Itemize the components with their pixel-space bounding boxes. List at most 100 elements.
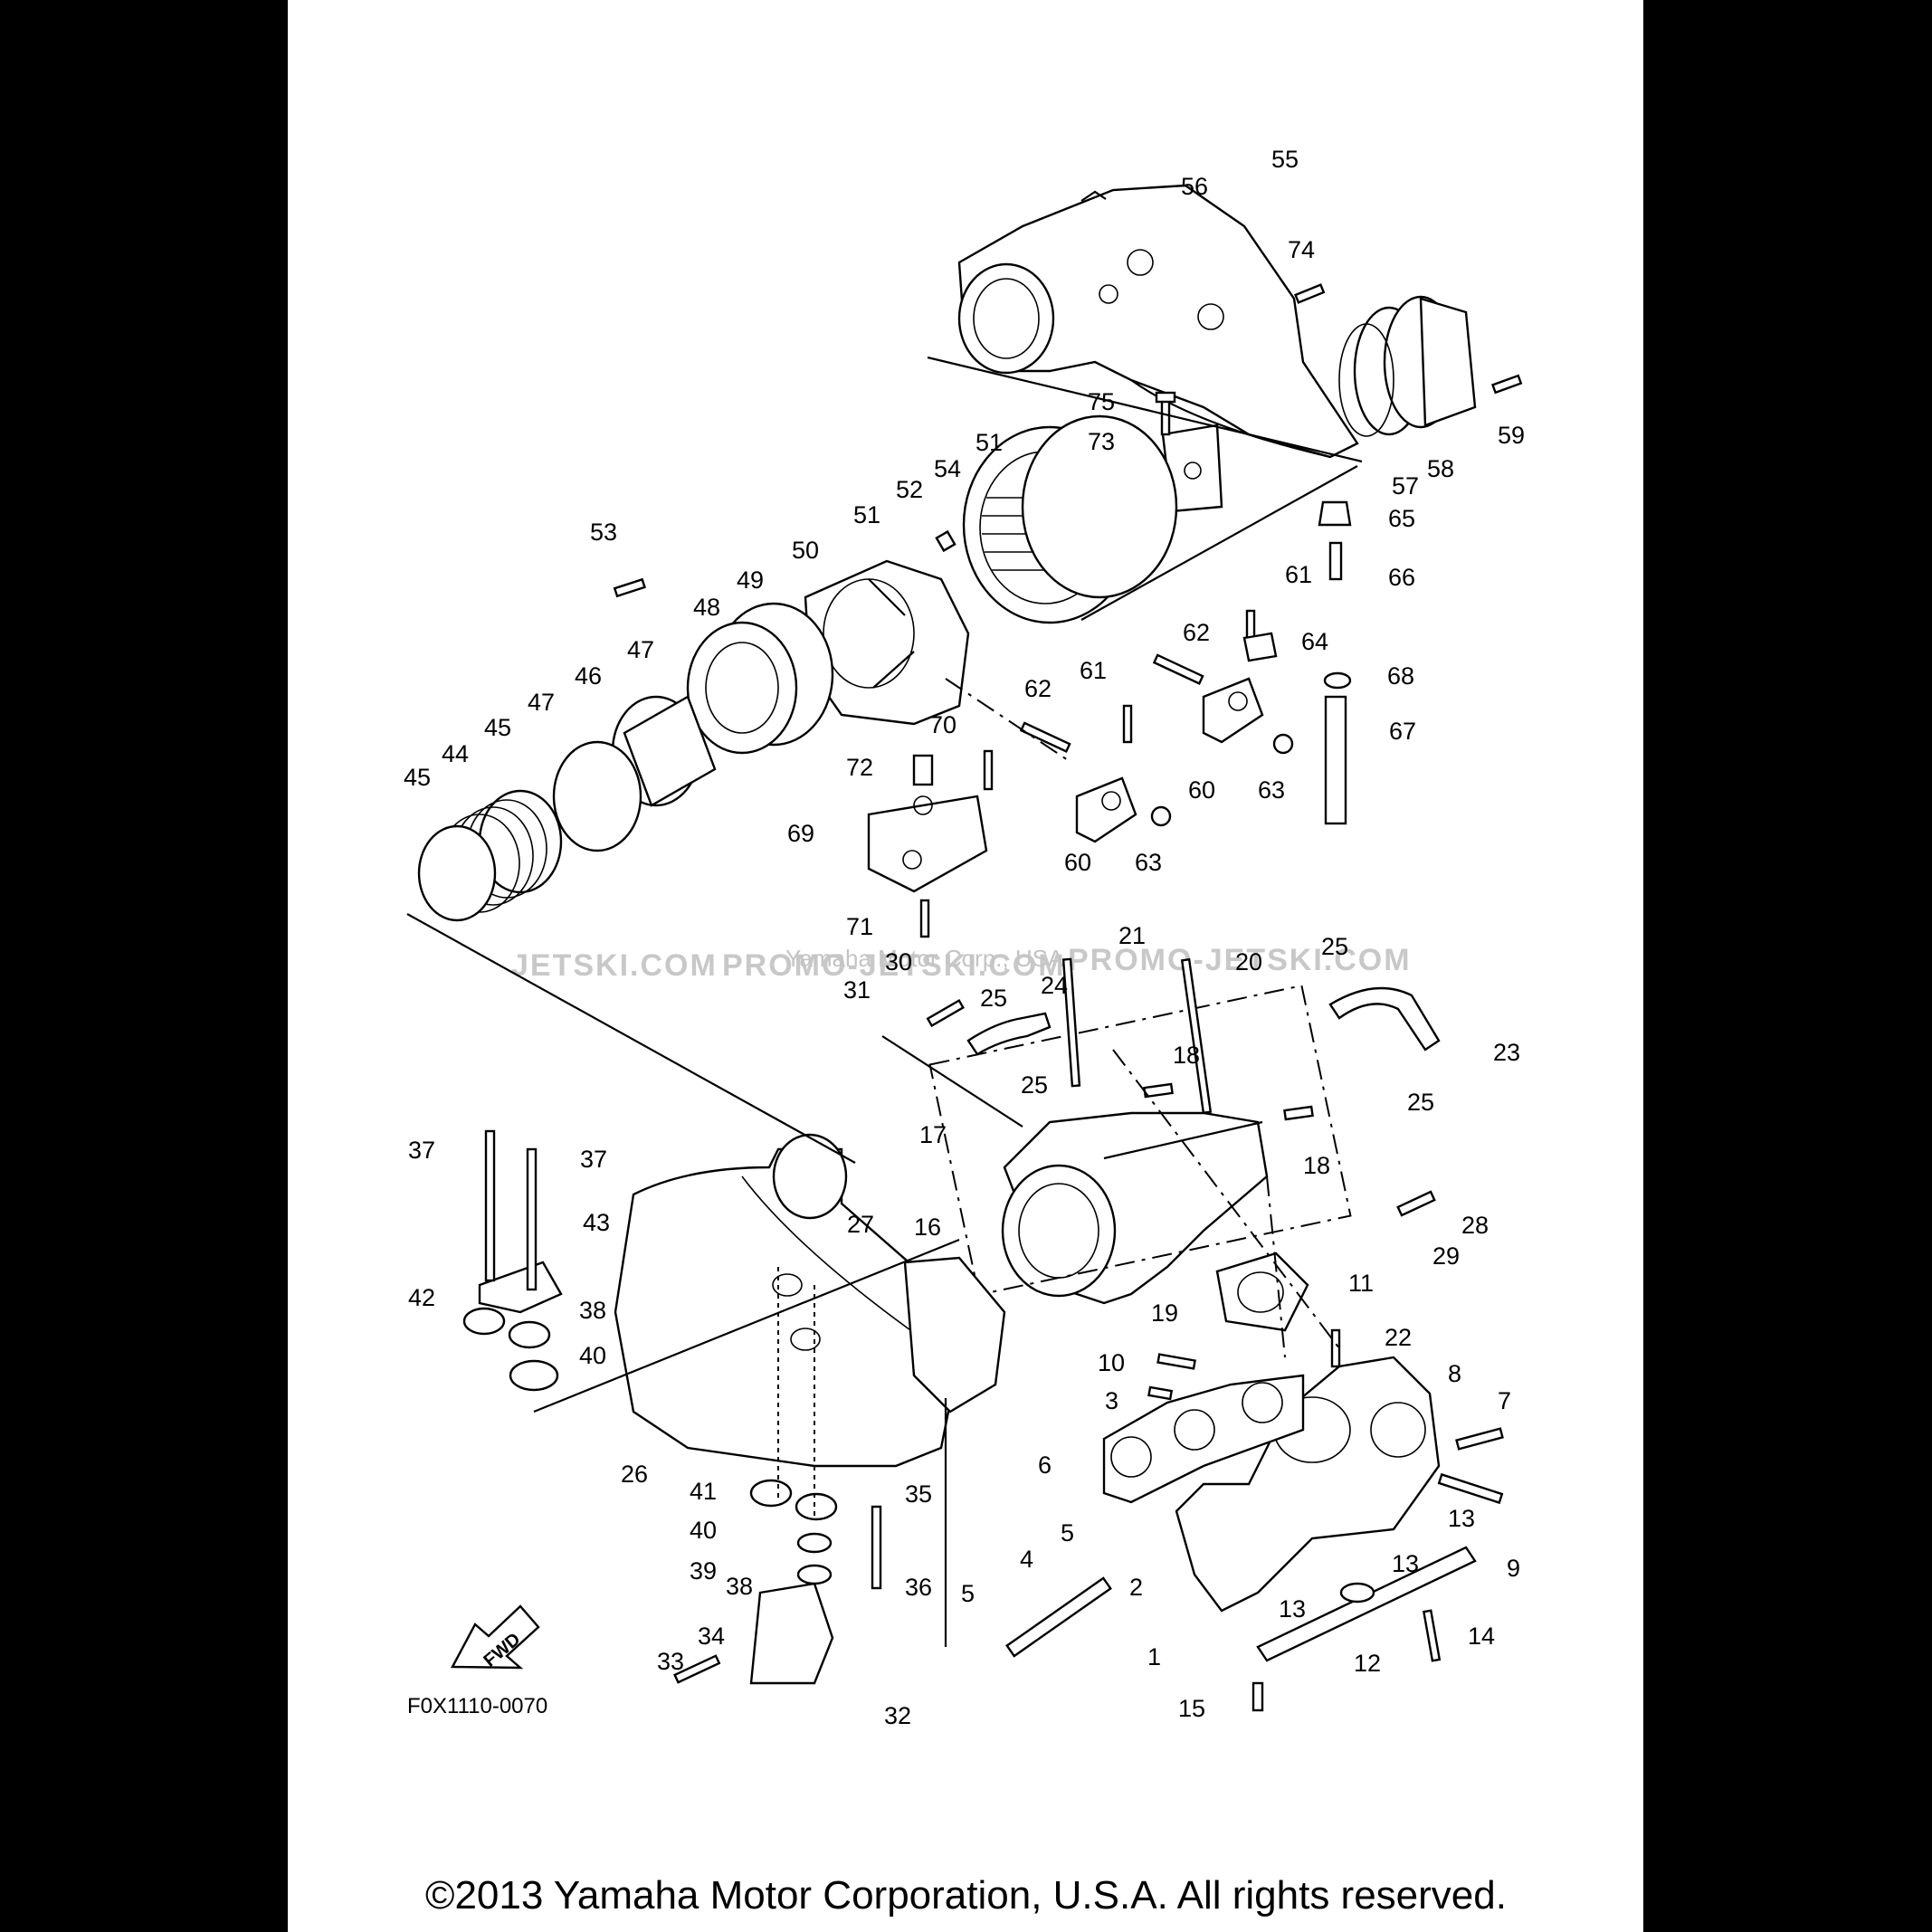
callout: 45	[404, 764, 431, 791]
callout: 20	[1235, 948, 1262, 976]
callout: 25	[980, 985, 1007, 1012]
callout: 46	[575, 662, 602, 690]
watermark-row: JETSKI.COM PROMO-JETSKI.COM PROMO-JETSKI…	[511, 943, 1412, 983]
mount-brackets	[867, 500, 1352, 938]
callout: 21	[1118, 922, 1146, 949]
copyright-notice: ©2013 Yamaha Motor Corporation, U.S.A. A…	[425, 1873, 1507, 1918]
reference-lines	[406, 356, 1363, 1647]
callout: 58	[1427, 455, 1454, 482]
callout: 29	[1432, 1242, 1460, 1270]
callout-labels: 55 56 74 59 75 73 57 58 51 54 52 51 65 6…	[404, 146, 1525, 1729]
callout: 13	[1448, 1505, 1475, 1532]
watermark-site-right: PROMO-JETSKI.COM	[1068, 943, 1412, 977]
callout: 71	[846, 913, 873, 940]
callout: 69	[787, 820, 814, 847]
exhaust-pipe-middle	[926, 957, 1441, 1332]
callout: 39	[690, 1557, 717, 1585]
callout: 42	[408, 1284, 435, 1311]
callout: 70	[929, 711, 956, 738]
callout: 60	[1188, 776, 1215, 804]
callout: 38	[579, 1297, 606, 1324]
callout: 1	[1147, 1643, 1161, 1670]
callout: 48	[693, 594, 720, 621]
callout: 15	[1178, 1695, 1205, 1722]
callout: 64	[1301, 628, 1328, 655]
callout: 7	[1498, 1387, 1511, 1414]
callout: 40	[579, 1342, 606, 1369]
callout: 5	[961, 1580, 975, 1607]
callout: 10	[1098, 1349, 1125, 1376]
callout: 2	[1129, 1574, 1143, 1601]
callout: 18	[1303, 1152, 1330, 1179]
callout: 51	[976, 429, 1003, 456]
callout: 25	[1021, 1071, 1048, 1099]
callout: 32	[884, 1702, 911, 1729]
callout: 12	[1354, 1650, 1381, 1677]
callout: 57	[1392, 472, 1419, 500]
callout: 18	[1173, 1042, 1200, 1069]
callout: 26	[621, 1461, 648, 1488]
callout: 34	[698, 1623, 725, 1650]
callout: 61	[1080, 657, 1107, 684]
callout: 4	[1020, 1546, 1033, 1573]
callout: 14	[1468, 1623, 1495, 1650]
callout: 17	[919, 1121, 947, 1148]
callout: 66	[1388, 564, 1415, 591]
callout: 75	[1088, 388, 1115, 415]
callout: 59	[1498, 422, 1525, 449]
watermark-owner: Yamaha Motor Corp., USA	[785, 945, 1064, 972]
callout: 44	[442, 740, 469, 767]
callout: 47	[627, 636, 654, 663]
callout: 37	[580, 1146, 607, 1173]
callout: 50	[792, 537, 819, 564]
callout: 36	[905, 1574, 932, 1601]
callout: 51	[853, 501, 880, 528]
callout: 52	[896, 476, 923, 503]
callout: 28	[1461, 1212, 1489, 1239]
callout: 56	[1181, 173, 1208, 200]
exhaust-joint-rear	[1294, 283, 1523, 437]
callout: 73	[1088, 428, 1115, 455]
figure-code: F0X1110-0070	[407, 1694, 548, 1718]
callout: 11	[1348, 1270, 1374, 1297]
callout: 65	[1388, 505, 1415, 532]
fwd-arrow: FWD	[451, 1604, 540, 1671]
callout: 6	[1038, 1451, 1052, 1479]
callout: 35	[905, 1480, 932, 1508]
callout: 45	[484, 714, 511, 741]
callout: 25	[1407, 1089, 1434, 1116]
callout: 37	[408, 1137, 435, 1164]
callout: 30	[885, 948, 912, 976]
callout: 25	[1321, 933, 1348, 960]
callout: 24	[1041, 972, 1068, 999]
callout: 49	[737, 566, 764, 594]
callout: 40	[690, 1517, 717, 1544]
callout: 54	[934, 455, 961, 482]
callout: 23	[1493, 1039, 1520, 1066]
watermark-site-left: JETSKI.COM	[511, 948, 718, 983]
callout: 55	[1271, 146, 1299, 173]
callout: 60	[1064, 849, 1091, 876]
callout: 31	[843, 976, 871, 1004]
callout: 16	[914, 1213, 941, 1241]
callout: 41	[690, 1478, 717, 1505]
callout: 8	[1448, 1360, 1461, 1387]
callout: 13	[1279, 1595, 1306, 1623]
callout: 19	[1151, 1299, 1178, 1327]
callout: 9	[1507, 1555, 1520, 1582]
callout: 27	[847, 1211, 874, 1238]
muffler-stack	[417, 414, 1178, 922]
callout: 38	[726, 1573, 753, 1600]
callout: 67	[1389, 718, 1416, 745]
callout: 72	[846, 754, 873, 781]
watermark-site-mid: PROMO-JETSKI.COM	[722, 948, 1066, 983]
exhaust-chamber-upper	[957, 184, 1359, 513]
callout: 53	[590, 519, 617, 546]
callout: 43	[583, 1209, 610, 1236]
callout: 63	[1258, 776, 1285, 804]
callout: 33	[657, 1648, 684, 1675]
exhaust-manifold	[1005, 1328, 1504, 1712]
callout: 13	[1392, 1550, 1419, 1577]
callout: 3	[1105, 1387, 1118, 1414]
